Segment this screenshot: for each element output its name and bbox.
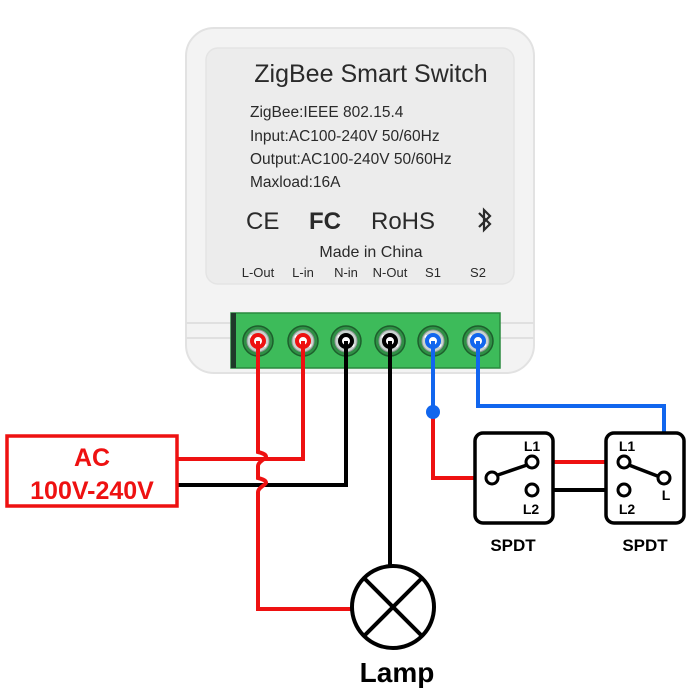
made-in-label: Made in China [319, 244, 422, 261]
bluetooth-icon [478, 207, 492, 233]
wire-live-in [178, 341, 305, 461]
device-title: ZigBee Smart Switch [254, 60, 487, 88]
wire-s1-to-switch1 [431, 412, 485, 480]
lamp: Lamp [350, 564, 436, 688]
switch-common-terminal [656, 470, 672, 486]
fcc-mark-icon: FC [309, 208, 341, 235]
spec-line: Maxload:16A [250, 174, 341, 191]
ce-mark-icon: CE [246, 208, 279, 235]
junction-dot [426, 405, 440, 419]
lamp-label: Lamp [360, 657, 435, 688]
terminal-block [230, 312, 501, 369]
terminal-label: S1 [425, 265, 441, 280]
ac-source: AC 100V-240V [5, 434, 179, 508]
switch-common-terminal [484, 470, 500, 486]
switch-l2-terminal [524, 482, 540, 498]
terminal-label: N-Out [373, 265, 408, 280]
ac-voltage-label: 100V-240V [30, 477, 154, 505]
switch-l1-terminal [616, 454, 632, 470]
rohs-mark: RoHS [371, 208, 435, 235]
terminal-label: L-in [292, 265, 314, 280]
terminal-block-edge [231, 313, 236, 368]
switch-l1-label: L1 [619, 438, 636, 454]
switch-l2-label: L2 [619, 501, 636, 517]
device-label-panel [205, 47, 515, 285]
lamp-cross-line [362, 576, 424, 638]
switch-l2-label: L2 [523, 501, 540, 517]
smart-switch-device: ZigBee Smart Switch ZigBee:IEEE 802.15.4… [185, 27, 535, 374]
spec-line: ZigBee:IEEE 802.15.4 [250, 104, 404, 121]
wire-neutral-in [178, 341, 348, 487]
switch-type-label: SPDT [490, 536, 536, 555]
terminal-label: N-in [334, 265, 358, 280]
switch-l1-terminal [524, 454, 540, 470]
terminal-label: L-Out [242, 265, 275, 280]
switch-type-label: SPDT [622, 536, 668, 555]
ac-source-label: AC [74, 444, 110, 472]
spdt-switch-2: L1 L2 L SPDT [604, 431, 686, 555]
switch-box [604, 431, 686, 525]
wire-live-out [256, 341, 352, 611]
spec-line: Input:AC100-240V 50/60Hz [250, 128, 440, 145]
switch-l1-label: L1 [524, 438, 541, 454]
spec-line: Output:AC100-240V 50/60Hz [250, 151, 452, 168]
spdt-switch-1: L1 L2 SPDT [473, 431, 555, 555]
switch-l2-terminal [616, 482, 632, 498]
ac-source-box [5, 434, 179, 508]
switch-common-label: L [662, 487, 671, 503]
terminal-label: S2 [470, 265, 486, 280]
switch-lever [628, 463, 661, 479]
